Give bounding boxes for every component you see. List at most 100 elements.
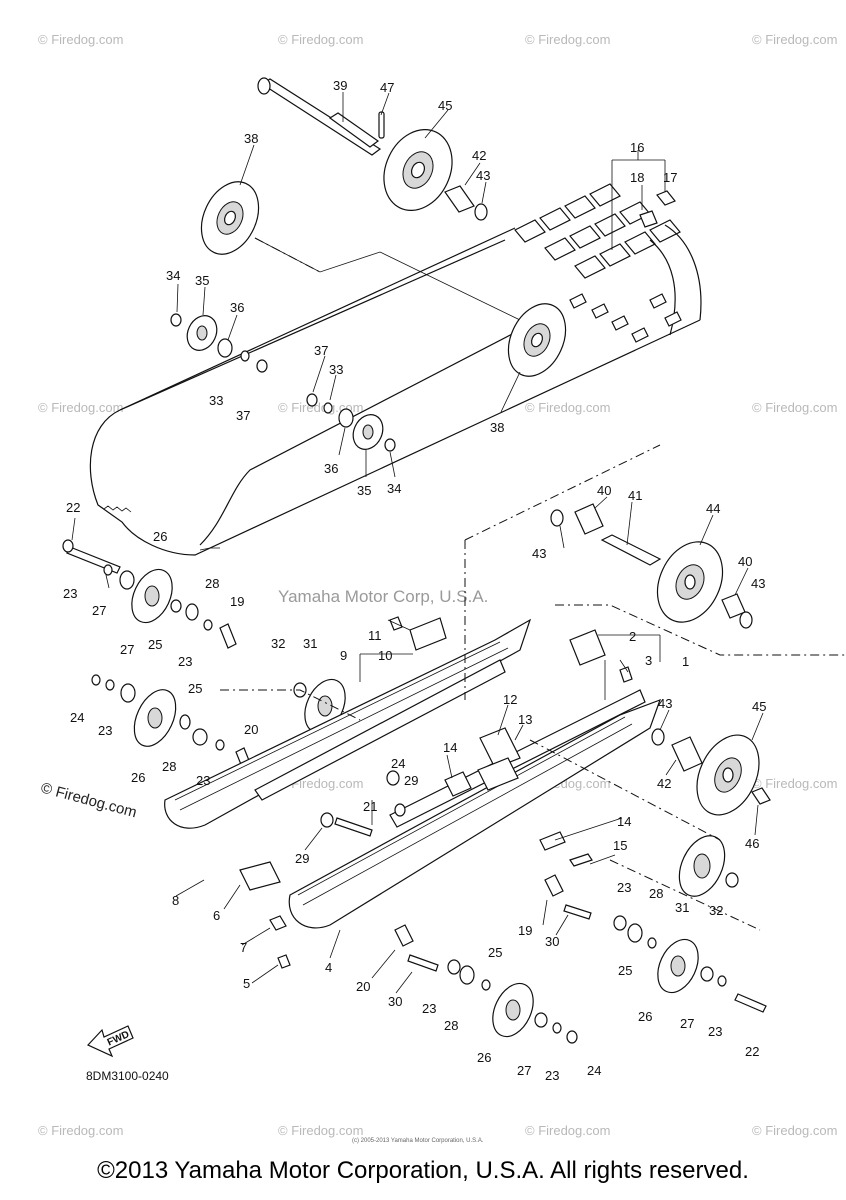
callout: 23: [545, 1068, 559, 1083]
center-watermark: Yamaha Motor Corp, U.S.A.: [278, 587, 488, 606]
watermark: © Firedog.com: [278, 1123, 363, 1138]
callout: 46: [745, 836, 759, 851]
callout: 23: [617, 880, 631, 895]
callout: 34: [166, 268, 180, 283]
callout: 44: [706, 501, 720, 516]
callout: 32: [271, 636, 285, 651]
watermark: © Firedog.com: [752, 1123, 837, 1138]
callout: 14: [443, 740, 457, 755]
parts-diagram: © Firedog.com © Firedog.com © Firedog.co…: [38, 32, 846, 1144]
callout: 15: [613, 838, 627, 853]
callout: 34: [387, 481, 401, 496]
callout: 3: [645, 653, 652, 668]
callout: 21: [363, 799, 377, 814]
callout: 23: [178, 654, 192, 669]
callout: 29: [404, 773, 418, 788]
small-wheel-group: [170, 313, 396, 452]
callout: 40: [738, 554, 752, 569]
callout: 47: [380, 80, 394, 95]
callout: 42: [472, 148, 486, 163]
callout: 30: [545, 934, 559, 949]
callout: 25: [618, 963, 632, 978]
callout: 8: [172, 893, 179, 908]
watermark: © Firedog.com: [752, 776, 837, 791]
callout: 25: [148, 637, 162, 652]
front-idler-group: [62, 539, 346, 773]
callout: 35: [195, 273, 209, 288]
callout-labels: 1 2 3 4 5 6 7 8 9 10 11 12 13 14 14 15 1…: [63, 78, 766, 1083]
callout: 43: [476, 168, 490, 183]
callout: 28: [162, 759, 176, 774]
callout: 33: [209, 393, 223, 408]
callout: 12: [503, 692, 517, 707]
callout: 11: [368, 628, 382, 643]
callout: 20: [244, 722, 258, 737]
callout: 31: [675, 900, 689, 915]
callout: 19: [230, 594, 244, 609]
track-belt: [89, 183, 702, 556]
diagram-code: 8DM3100-0240: [86, 1069, 169, 1083]
callout: 18: [630, 170, 644, 185]
fwd-label: FWD: [106, 1029, 131, 1048]
callout: 13: [518, 712, 532, 727]
callout: 1: [682, 654, 689, 669]
callout: 23: [422, 1001, 436, 1016]
callout: 37: [236, 408, 250, 423]
watermark: © Firedog.com: [278, 32, 363, 47]
callout: 22: [66, 500, 80, 515]
callout: 32: [709, 903, 723, 918]
callout: 4: [325, 960, 332, 975]
leader-lines: [71, 92, 764, 994]
callout: 36: [230, 300, 244, 315]
slide-rail-lower: [239, 689, 661, 969]
fwd-arrow-icon: FWD: [86, 1025, 134, 1058]
callout: 19: [518, 923, 532, 938]
watermark: © Firedog.com: [525, 400, 610, 415]
callout: 23: [196, 773, 210, 788]
callout: 45: [752, 699, 766, 714]
callout: 45: [438, 98, 452, 113]
callout: 9: [340, 648, 347, 663]
callout: 35: [357, 483, 371, 498]
track-tread: [514, 183, 702, 343]
callout: 27: [517, 1063, 531, 1078]
callout: 17: [663, 170, 677, 185]
right-axle-assembly: [550, 503, 771, 816]
lower-wheel-group: [394, 835, 767, 1044]
watermark: © Firedog.com: [525, 32, 610, 47]
callout: 20: [356, 979, 370, 994]
callout: 5: [243, 976, 250, 991]
callout: 6: [213, 908, 220, 923]
callout: 24: [587, 1063, 601, 1078]
callout: 27: [120, 642, 134, 657]
watermark: © Firedog.com: [752, 400, 837, 415]
copyright-footer: ©2013 Yamaha Motor Corporation, U.S.A. A…: [97, 1157, 749, 1184]
callout: 27: [680, 1016, 694, 1031]
callout: 28: [649, 886, 663, 901]
firedog-label: © Firedog.com: [39, 779, 139, 821]
callout: 43: [751, 576, 765, 591]
center-parts: [320, 629, 633, 867]
callout: 31: [303, 636, 317, 651]
callout: 26: [638, 1009, 652, 1024]
callout: 28: [444, 1018, 458, 1033]
tiny-copyright: (c) 2005-2013 Yamaha Motor Corporation, …: [352, 1138, 484, 1144]
callout: 38: [244, 131, 258, 146]
watermark: © Firedog.com: [38, 400, 123, 415]
callout: 27: [92, 603, 106, 618]
callout: 7: [240, 940, 247, 955]
callout: 25: [188, 681, 202, 696]
callout: 40: [597, 483, 611, 498]
callout: 43: [532, 546, 546, 561]
callout: 23: [63, 586, 77, 601]
callout: 23: [98, 723, 112, 738]
callout: 25: [488, 945, 502, 960]
slide-rail-upper: [164, 616, 532, 829]
callout: 41: [628, 488, 642, 503]
callout: 38: [490, 420, 504, 435]
callout: 33: [329, 362, 343, 377]
watermark: © Firedog.com: [38, 32, 123, 47]
watermark: © Firedog.com: [525, 1123, 610, 1138]
callout: 30: [388, 994, 402, 1009]
callout: 43: [658, 696, 672, 711]
